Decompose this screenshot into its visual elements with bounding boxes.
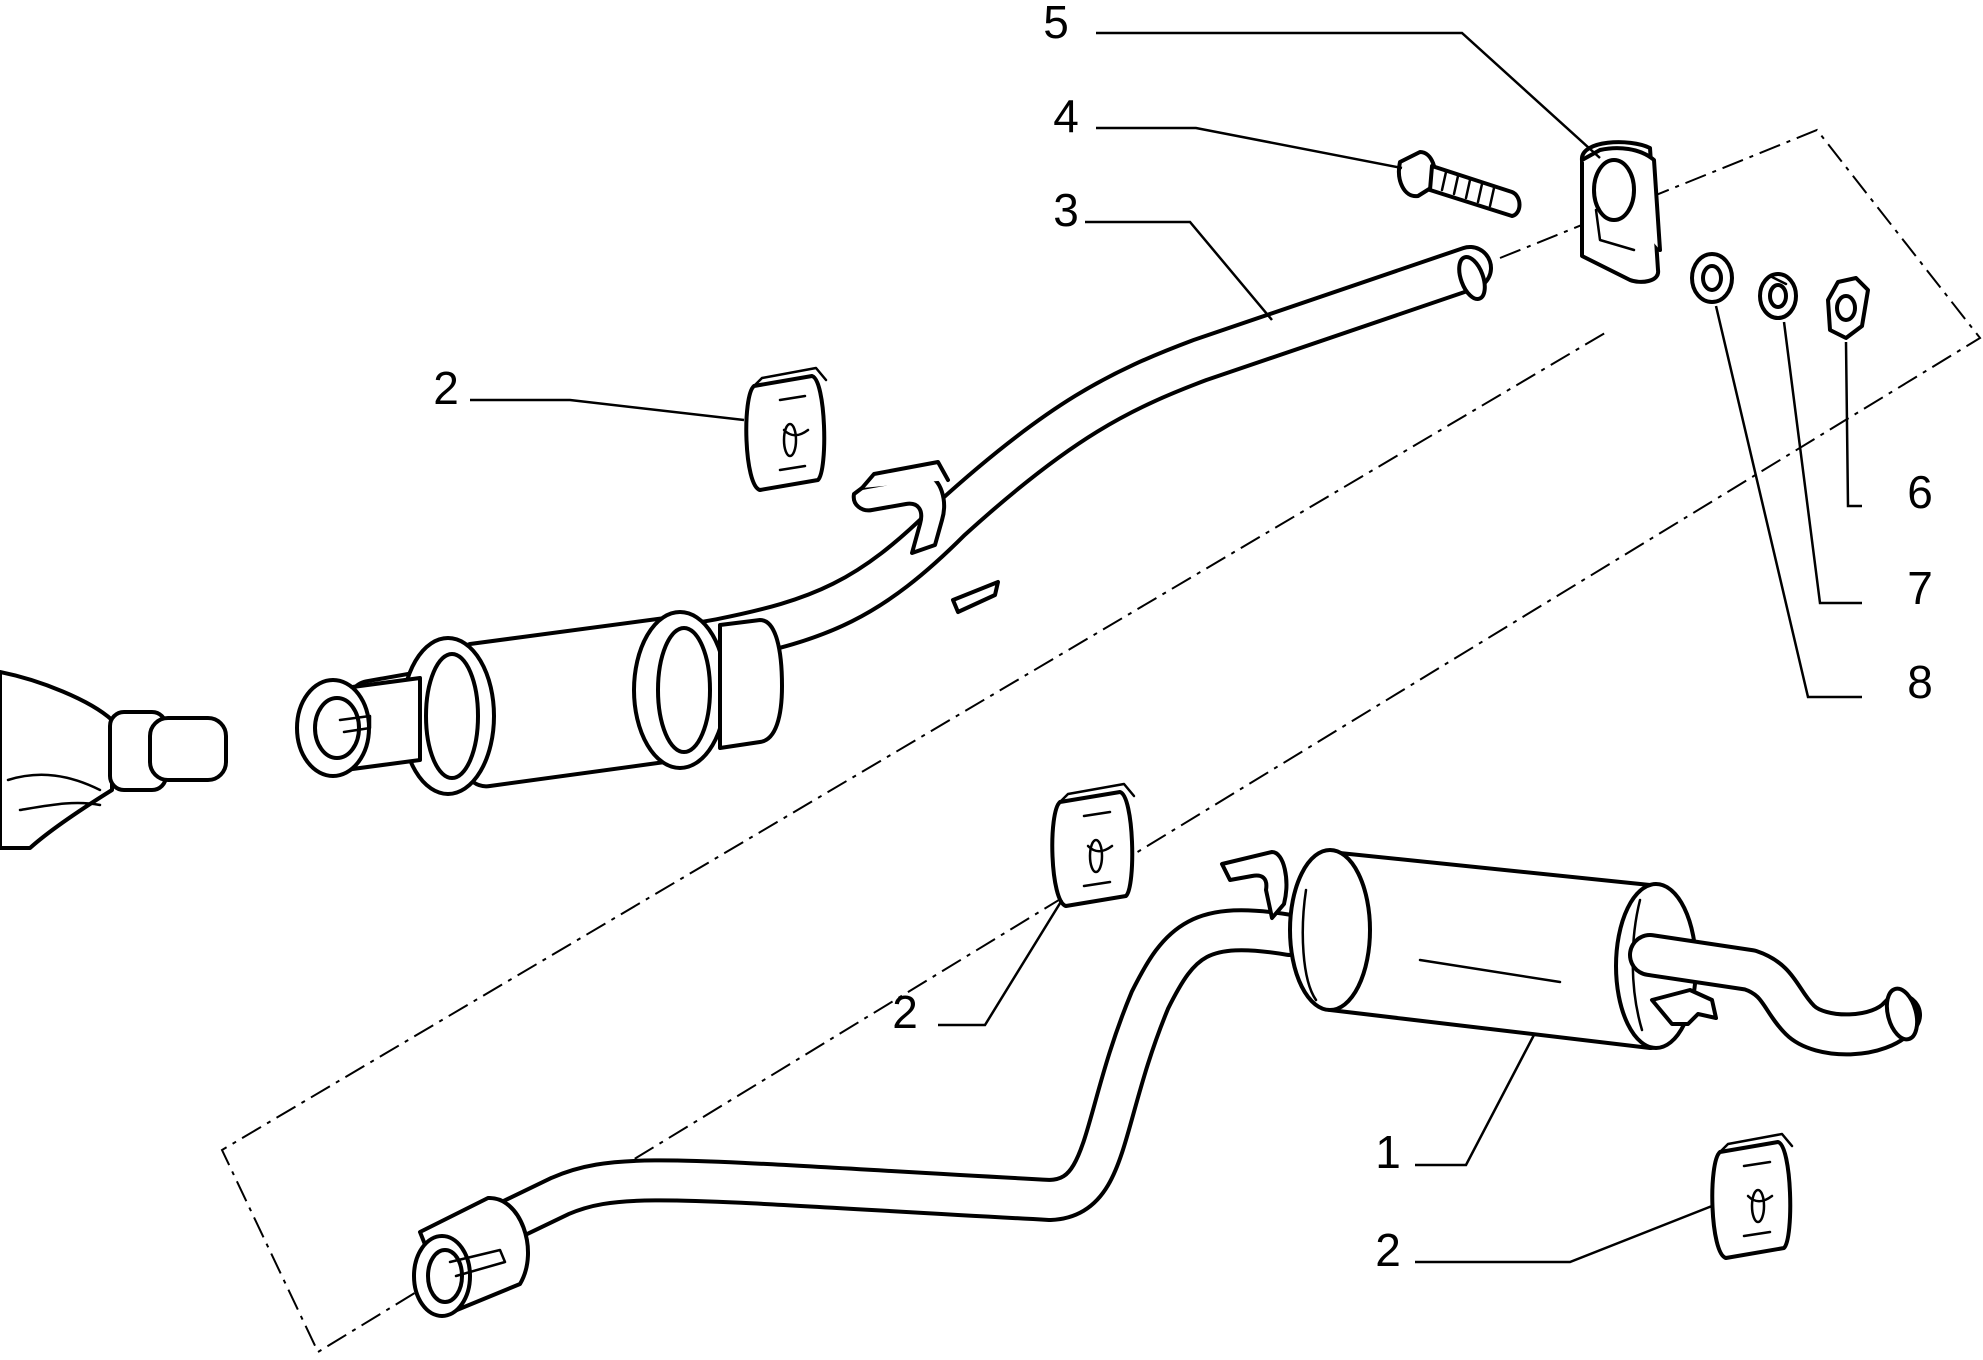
callout-3: 3 bbox=[1053, 184, 1079, 236]
assembly-boundary-dashed-line bbox=[220, 128, 1982, 1354]
callout-2-middle: 2 bbox=[892, 986, 918, 1038]
callout-8: 8 bbox=[1907, 656, 1933, 708]
callout-5: 5 bbox=[1043, 0, 1069, 48]
front-pipe-with-flexible-joint bbox=[295, 245, 1493, 796]
rubber-mount-middle bbox=[1050, 782, 1136, 908]
callout-6: 6 bbox=[1907, 466, 1933, 518]
nut bbox=[1826, 276, 1870, 340]
front-pipe-hanger-bracket bbox=[851, 460, 950, 555]
rubber-mount-top bbox=[744, 366, 828, 492]
catalytic-converter-stub bbox=[0, 670, 228, 850]
callout-4: 4 bbox=[1053, 90, 1079, 142]
callout-2-bottom: 2 bbox=[1375, 1224, 1401, 1276]
clamp bbox=[1580, 140, 1662, 284]
callout-1: 1 bbox=[1375, 1126, 1401, 1178]
spring-washer bbox=[1758, 272, 1798, 320]
leader-lines bbox=[470, 31, 1862, 1264]
callout-2-top: 2 bbox=[433, 362, 459, 414]
rubber-mount-bottom bbox=[1710, 1132, 1794, 1260]
callout-labels: 5 4 3 2 6 7 8 2 1 2 bbox=[433, 0, 1933, 1276]
washer bbox=[1690, 252, 1734, 304]
bolt bbox=[1397, 150, 1522, 218]
rear-silencer-assembly bbox=[412, 848, 1922, 1318]
callout-7: 7 bbox=[1907, 562, 1933, 614]
